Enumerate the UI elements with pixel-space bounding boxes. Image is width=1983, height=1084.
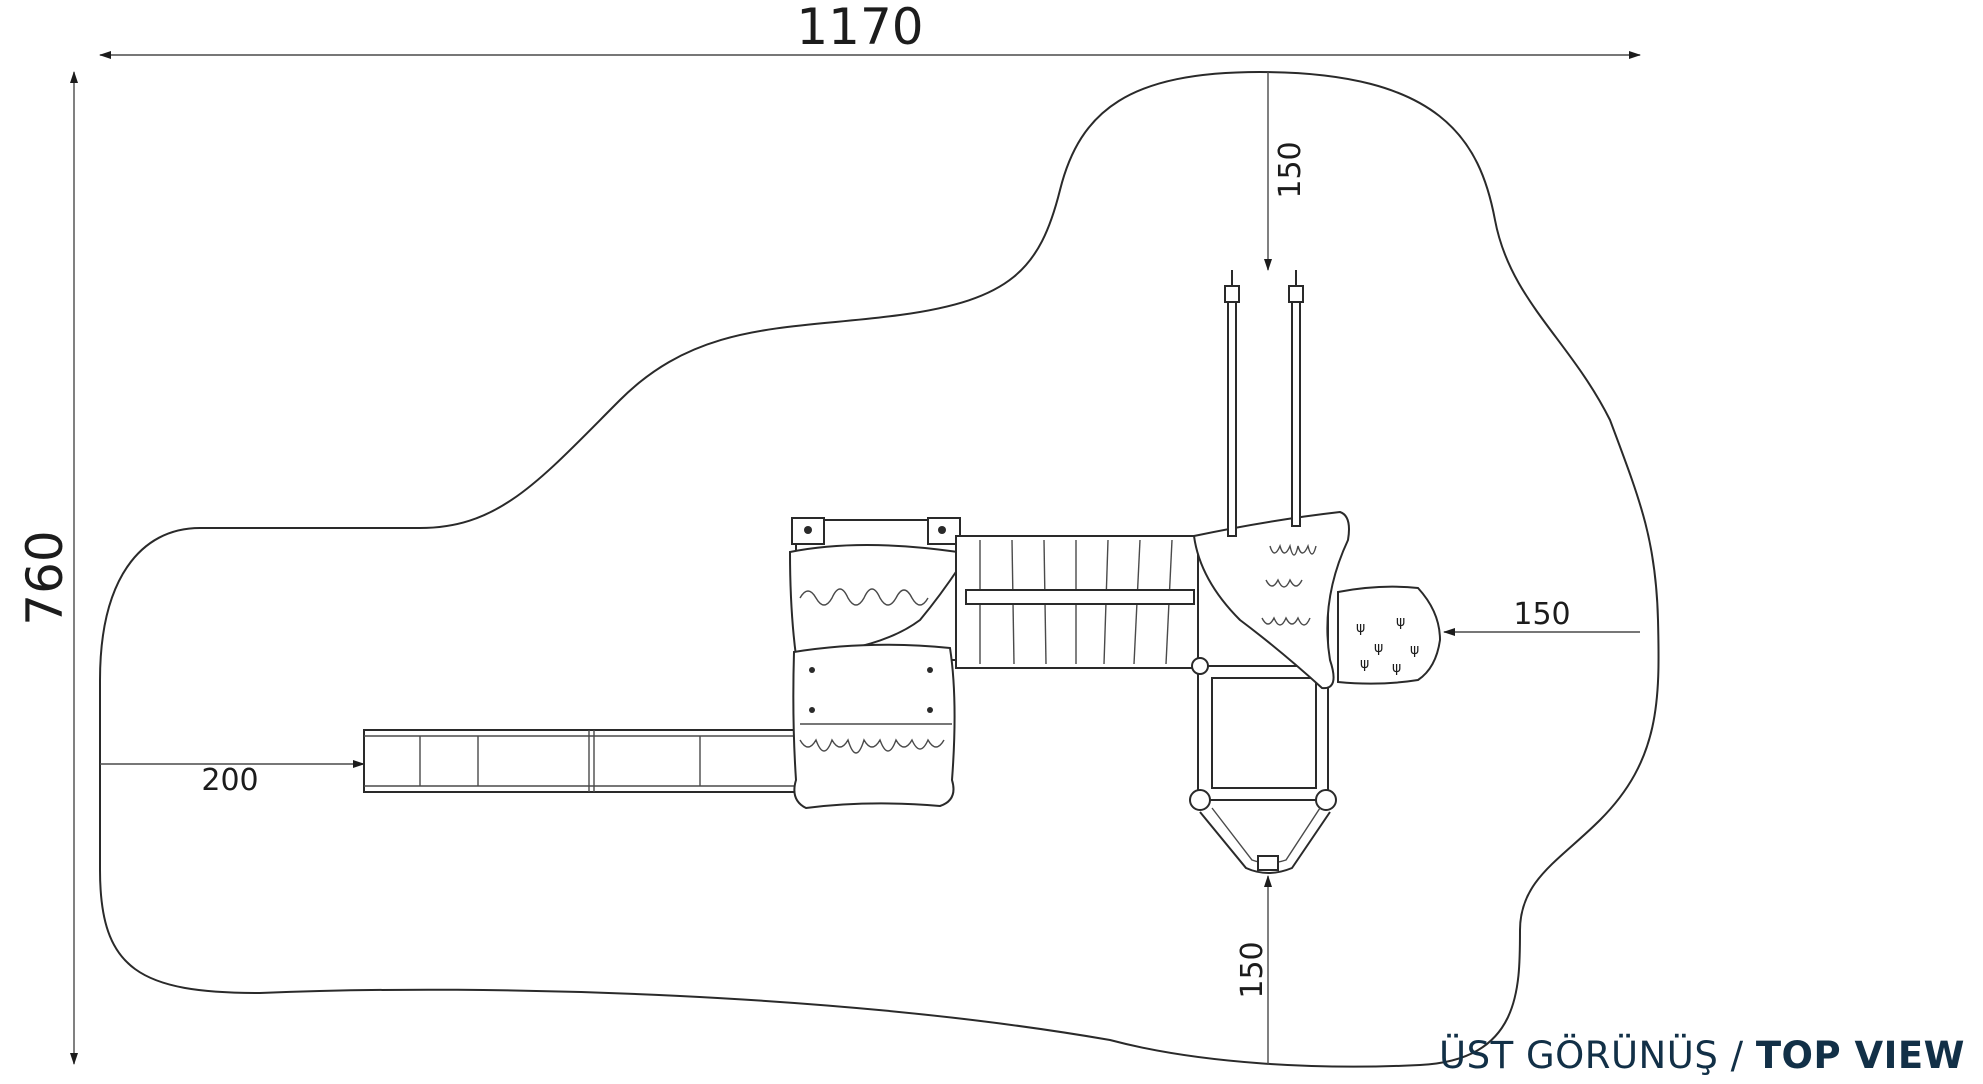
caption-turkish: ÜST GÖRÜNÜŞ / bbox=[1439, 1034, 1744, 1077]
svg-text:ψ: ψ bbox=[1360, 656, 1369, 672]
bottom-climbing-frame bbox=[1199, 807, 1331, 874]
dimension-clearance-right: 150 bbox=[1443, 597, 1640, 636]
slide bbox=[363, 729, 797, 793]
dimension-clearance-bottom: 150 bbox=[1235, 875, 1272, 1065]
right-roof-panel bbox=[1192, 510, 1350, 690]
clearance-bottom-label: 150 bbox=[1235, 941, 1270, 998]
left-roof-panel-lower bbox=[792, 643, 956, 810]
clearance-top-label: 150 bbox=[1273, 141, 1308, 198]
side-panel: ψ ψ ψ ψ ψ ψ bbox=[1337, 585, 1442, 685]
bridge bbox=[955, 535, 1199, 669]
safety-zone-outline bbox=[99, 70, 1660, 1068]
svg-text:ψ: ψ bbox=[1356, 620, 1365, 636]
svg-text:ψ: ψ bbox=[1392, 660, 1401, 676]
dimension-overall-width: 1170 bbox=[99, 0, 1641, 59]
clearance-right-label: 150 bbox=[1513, 597, 1570, 632]
play-structure: ψ ψ ψ ψ ψ ψ bbox=[363, 270, 1442, 874]
svg-text:ψ: ψ bbox=[1374, 640, 1383, 656]
vertical-poles bbox=[1224, 270, 1304, 537]
svg-text:ψ: ψ bbox=[1396, 614, 1405, 630]
view-caption: ÜST GÖRÜNÜŞ / TOP VIEW bbox=[1439, 1034, 1965, 1077]
overall-depth-label: 760 bbox=[16, 530, 74, 625]
caption-english: TOP VIEW bbox=[1755, 1034, 1965, 1077]
dimension-overall-depth: 760 bbox=[16, 71, 78, 1065]
svg-text:ψ: ψ bbox=[1410, 642, 1419, 658]
overall-width-label: 1170 bbox=[796, 0, 923, 56]
dimension-clearance-top: 150 bbox=[1264, 72, 1308, 271]
clearance-left-label: 200 bbox=[201, 763, 258, 798]
left-roof-panel-upper bbox=[788, 544, 965, 658]
dimension-clearance-left: 200 bbox=[100, 760, 365, 798]
